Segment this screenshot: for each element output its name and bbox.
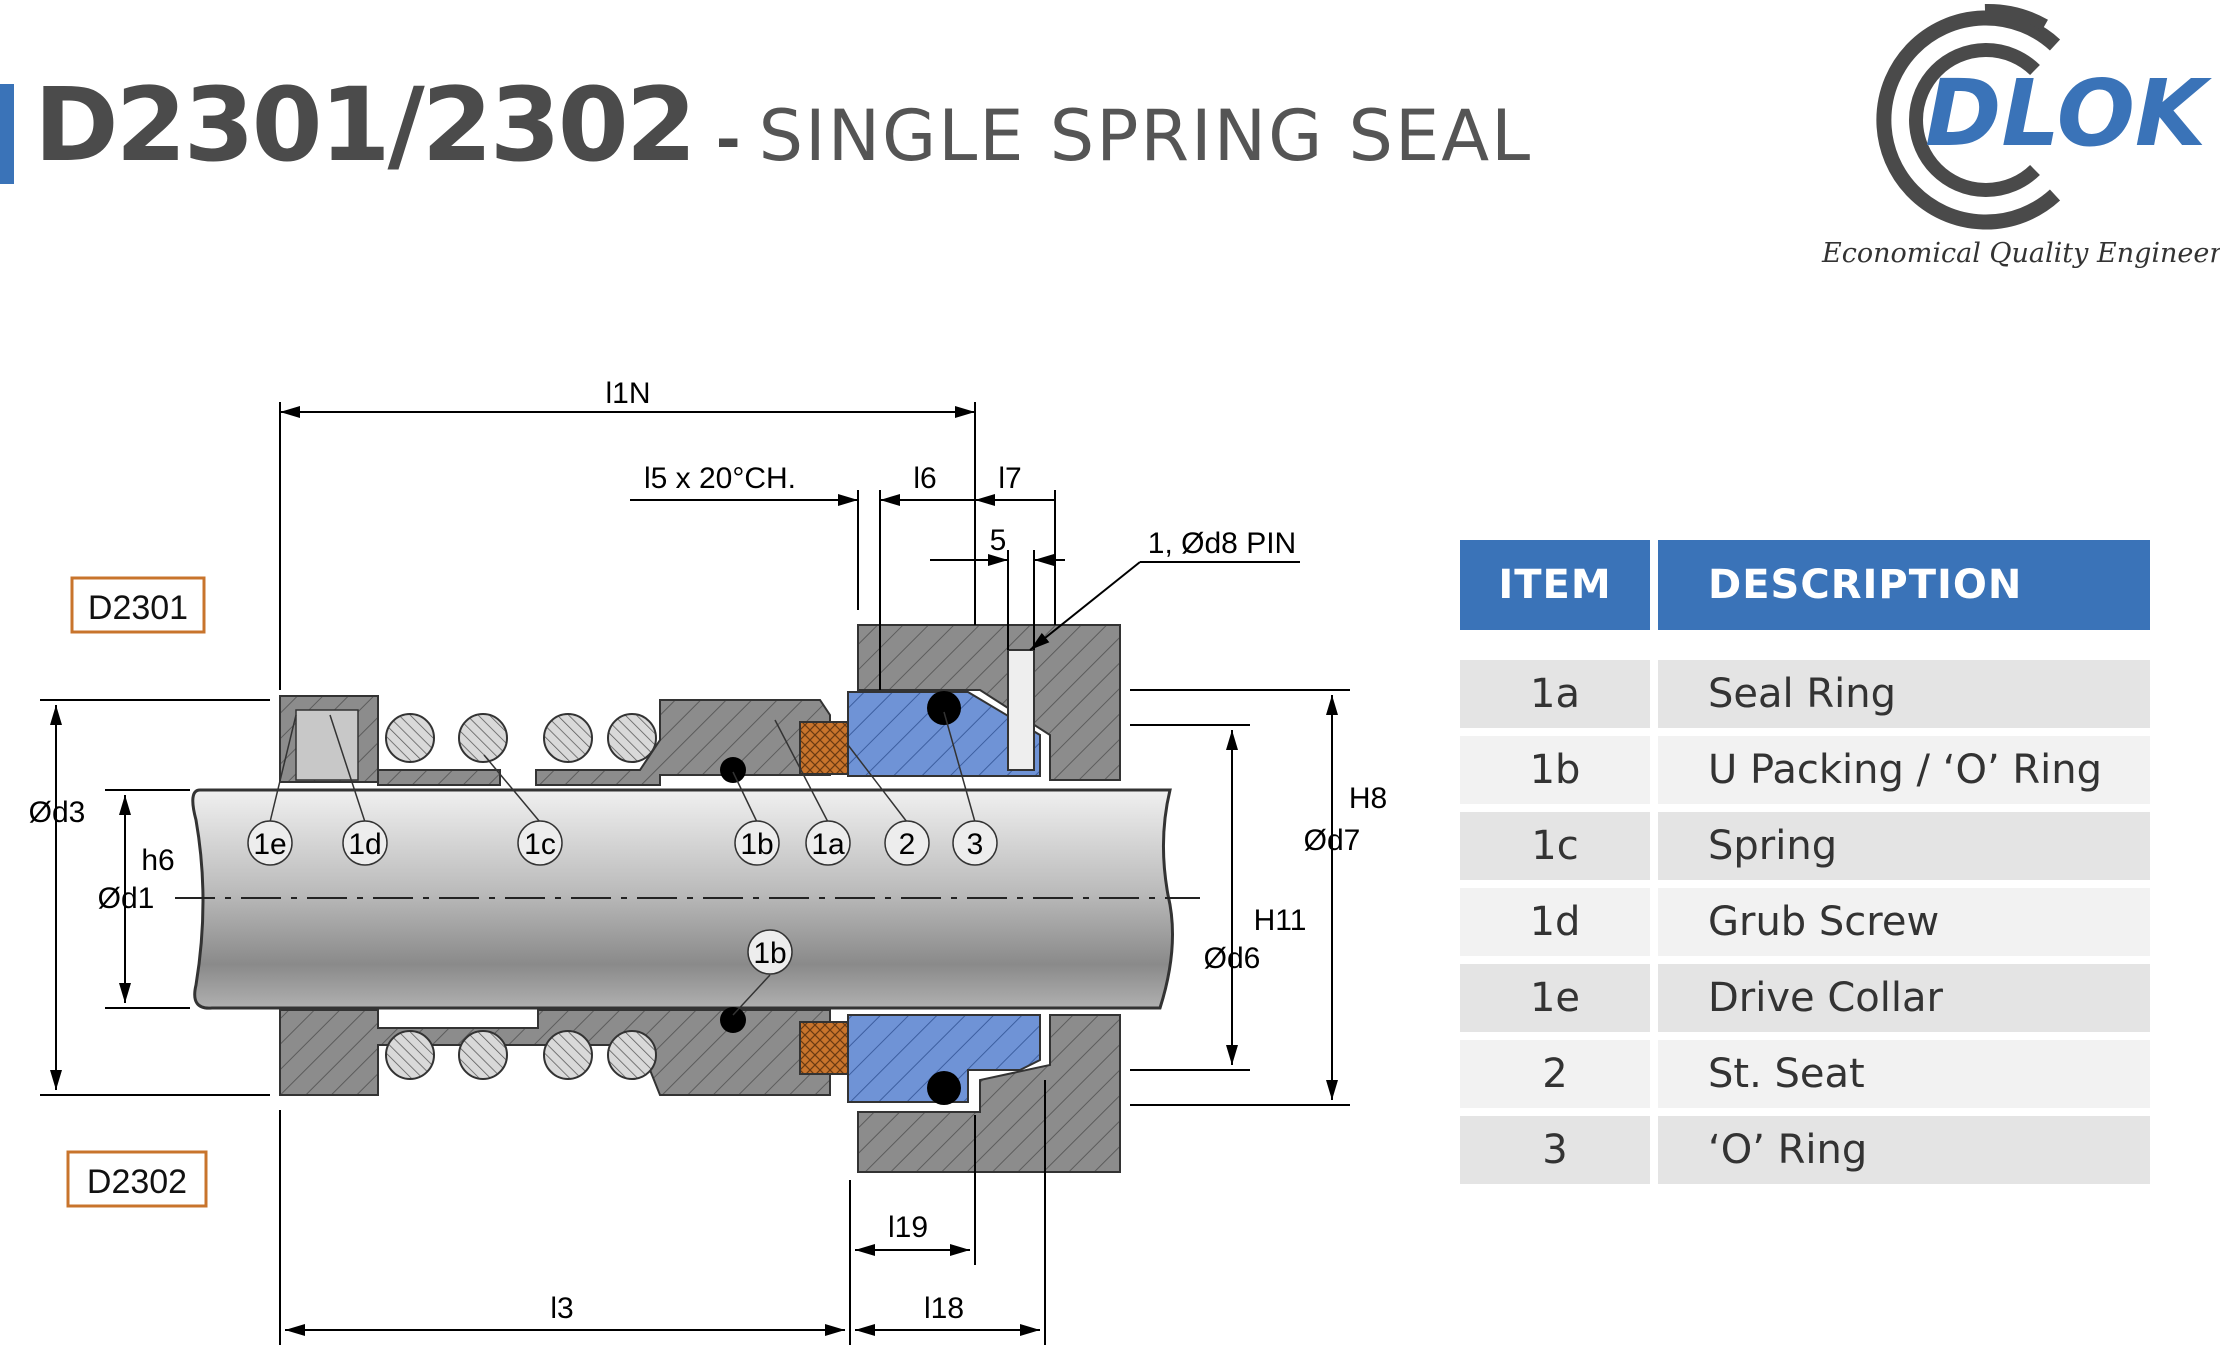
gland-bottom (857, 1014, 1121, 1173)
dim-l1n: l1N (605, 377, 650, 410)
dim-d1: Ød1 (98, 882, 155, 915)
svg-text:1e: 1e (253, 828, 286, 861)
title-subtitle: SINGLE SPRING SEAL (758, 95, 1533, 177)
dim-h8: H8 (1349, 782, 1387, 815)
dim-five: 5 (990, 524, 1007, 557)
callout-3: 3 (952, 820, 998, 866)
title-separator: - (715, 105, 741, 175)
item-description: Drive Collar (1658, 964, 2150, 1032)
header-description: DESCRIPTION (1658, 540, 2150, 630)
svg-text:1b: 1b (740, 828, 773, 861)
table-row: 3 ‘O’ Ring (1460, 1116, 2150, 1184)
seal-ring-bottom (720, 1007, 851, 1075)
variant-box-bottom (66, 1150, 208, 1208)
callout-1a: 1a (805, 820, 851, 866)
dim-h6: h6 (141, 844, 174, 877)
dim-l6: l6 (913, 462, 936, 495)
variant-box-top (70, 576, 206, 634)
logo-tagline: Economical Quality Engineering (1822, 238, 2220, 269)
parts-table: ITEM DESCRIPTION 1a Seal Ring 1b U Packi… (1452, 532, 2158, 1192)
dlok-logo: DLOK (1876, 3, 2212, 230)
callout-1b: 1b (734, 820, 780, 866)
logo-rings-icon (1876, 3, 2061, 230)
shaft (175, 788, 1200, 1010)
table-row: 1d Grub Screw (1460, 888, 2150, 956)
svg-text:1d: 1d (348, 828, 381, 861)
header-item: ITEM (1460, 540, 1650, 630)
stationary-seat-bottom (847, 1014, 1041, 1105)
springs-bottom (385, 1030, 657, 1080)
page-title: D2301/2302-SINGLE SPRING SEAL (34, 66, 1532, 185)
item-number: 1d (1460, 888, 1650, 956)
gland-top (857, 624, 1121, 781)
svg-text:1b: 1b (753, 937, 786, 970)
dim-l19: l19 (888, 1211, 928, 1244)
dim-pin: 1, Ød8 PIN (1148, 527, 1296, 560)
svg-text:2: 2 (899, 828, 916, 861)
svg-text:1c: 1c (524, 828, 556, 861)
dim-d6: Ød6 (1204, 942, 1261, 975)
callout-1c: 1c (517, 820, 563, 866)
seal-ring-top (720, 721, 851, 783)
drive-collar-top (279, 695, 379, 783)
callout-1d: 1d (342, 820, 388, 866)
dim-l7: l7 (998, 462, 1021, 495)
retainer-top (377, 699, 831, 786)
dim-d7: Ød7 (1304, 824, 1361, 857)
dimension-lines (40, 402, 1350, 1345)
item-number: 1b (1460, 736, 1650, 804)
callout-1e: 1e (247, 820, 293, 866)
item-description: Seal Ring (1658, 660, 2150, 728)
table-row: 1b U Packing / ‘O’ Ring (1460, 736, 2150, 804)
item-number: 2 (1460, 1040, 1650, 1108)
item-number: 1c (1460, 812, 1650, 880)
table-row: 2 St. Seat (1460, 1040, 2150, 1108)
table-row: 1a Seal Ring (1460, 660, 2150, 728)
seal-cross-section-drawing: D2301 D2302 l1N l5 x 20°CH. l6 l7 5 1, Ø… (29, 377, 1387, 1345)
svg-text:1a: 1a (811, 828, 845, 861)
item-description: U Packing / ‘O’ Ring (1658, 736, 2150, 804)
variant-label-bottom: D2302 (87, 1163, 187, 1201)
table-row: 1e Drive Collar (1460, 964, 2150, 1032)
callout-leaders (269, 711, 976, 1016)
item-description: Grub Screw (1658, 888, 2150, 956)
dim-l18: l18 (924, 1292, 964, 1325)
item-number: 1e (1460, 964, 1650, 1032)
svg-text:3: 3 (967, 828, 984, 861)
item-description: Spring (1658, 812, 2150, 880)
variant-label-top: D2301 (88, 589, 188, 627)
stationary-seat-top (847, 691, 1041, 777)
dim-d3: Ød3 (29, 796, 86, 829)
springs-top (385, 713, 657, 763)
title-accent-bar (0, 84, 14, 184)
item-number: 1a (1460, 660, 1650, 728)
item-description: ‘O’ Ring (1658, 1116, 2150, 1184)
table-header-row: ITEM DESCRIPTION (1460, 540, 2150, 630)
dim-h11: H11 (1254, 904, 1307, 937)
callout-1b-lower: 1b (747, 929, 793, 975)
item-description: St. Seat (1658, 1040, 2150, 1108)
dim-l5: l5 x 20°CH. (644, 462, 796, 495)
item-number: 3 (1460, 1116, 1650, 1184)
model-number: D2301/2302 (34, 66, 697, 185)
table-row: 1c Spring (1460, 812, 2150, 880)
callout-2: 2 (884, 820, 930, 866)
dim-l3: l3 (550, 1292, 573, 1325)
logo-brand: DLOK (1925, 60, 2212, 167)
